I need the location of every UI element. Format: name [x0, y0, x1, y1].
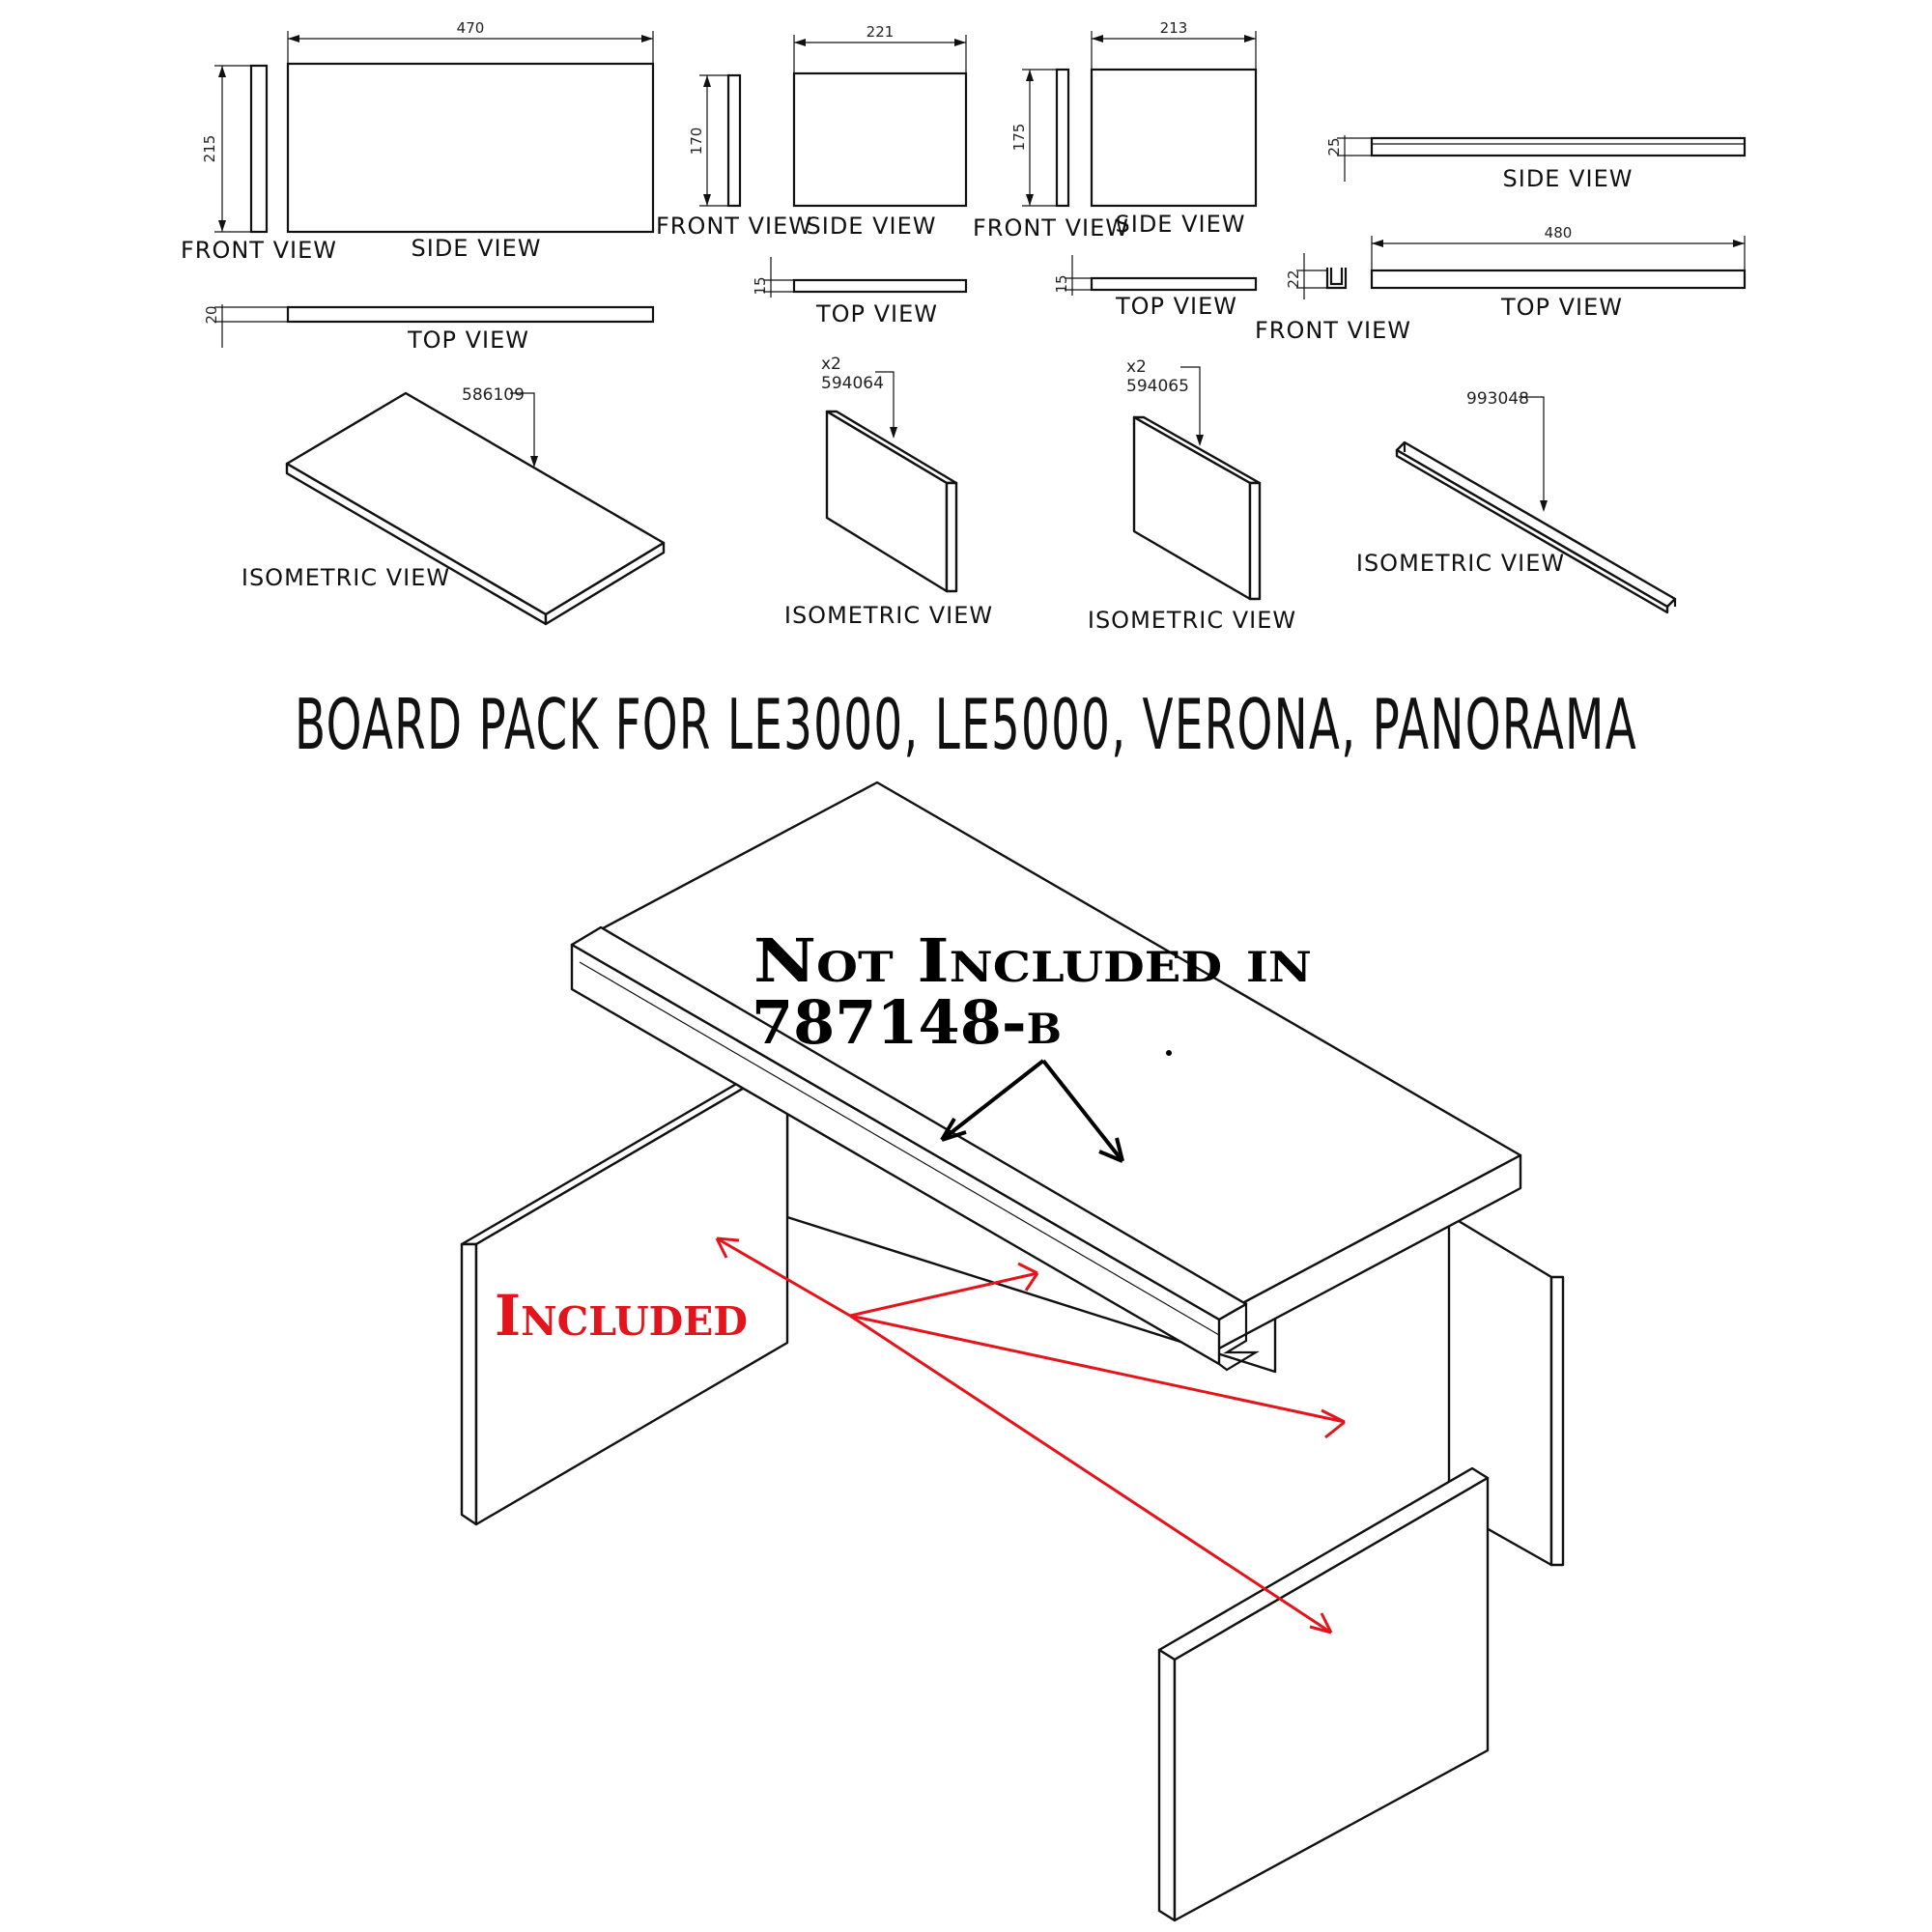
part1-part-number: 586109	[462, 385, 525, 405]
part3-qty: x2	[1126, 357, 1147, 377]
part1-width-dim: 470	[457, 19, 485, 37]
part2-width-dim: 221	[867, 23, 895, 41]
part2-top-view-label: TOP VIEW	[815, 300, 938, 327]
part1-top-view-shape	[286, 305, 655, 324]
part4-depth-dim: 22	[1285, 270, 1302, 288]
part1-front-view-label: FRONT VIEW	[181, 237, 337, 264]
part4-top-view-label: TOP VIEW	[1500, 294, 1623, 321]
part1-thickness-dim: 20	[203, 305, 220, 324]
part-594065-drawings: 175 FRONT VIEW 213 SIDE VIEW 15 TOP VIEW…	[973, 19, 1296, 634]
not-included-arrow-desk	[1041, 1059, 1124, 1163]
part4-front-view-shape	[1325, 268, 1348, 290]
part1-iso-label: ISOMETRIC VIEW	[242, 564, 450, 591]
included-arrow-front-leg	[849, 1314, 1332, 1634]
part1-height-dim: 215	[201, 135, 218, 163]
page-title: BOARD PACK FOR LE3000, LE5000, VERONA, P…	[295, 684, 1637, 765]
not-included-arrow-rail	[940, 1059, 1045, 1142]
included-arrow-left-leg	[716, 1236, 851, 1318]
part4-side-view-label: SIDE VIEW	[1503, 165, 1634, 192]
part4-part-number: 993048	[1466, 389, 1529, 409]
front-leg-face	[1173, 1476, 1490, 1922]
part3-height-dim: 175	[1010, 124, 1028, 152]
part1-side-view-shape	[286, 62, 655, 234]
part1-top-view-label: TOP VIEW	[407, 327, 529, 354]
part3-side-view-label: SIDE VIEW	[1116, 211, 1246, 238]
part4-height-dim: 25	[1325, 137, 1343, 156]
part-594064-drawings: 170 FRONT VIEW 221 SIDE VIEW 15 TOP VIEW…	[656, 23, 993, 629]
assembly-drawing	[460, 781, 1565, 1922]
included-arrow-right-leg	[849, 1314, 1346, 1424]
part3-top-view-label: TOP VIEW	[1115, 293, 1237, 320]
part2-thickness-dim: 15	[752, 276, 769, 295]
part-993048-drawings: 25 SIDE VIEW 480 TOP VIEW 22 FRONT VIEW …	[1255, 135, 1747, 614]
part4-iso-label: ISOMETRIC VIEW	[1356, 550, 1565, 577]
part4-length-dim: 480	[1545, 224, 1573, 242]
included-label: Included	[495, 1283, 748, 1349]
included-annotation: Included	[495, 1236, 1346, 1634]
included-arrow-back-panel	[849, 1271, 1038, 1318]
not-included-annotation: Not Included in 787148-b	[752, 925, 1312, 1163]
part1-side-view-label: SIDE VIEW	[412, 235, 542, 262]
part-586109-drawings: 215 FRONT VIEW 470 SIDE VIEW 20 TOP VIEW…	[181, 19, 666, 626]
part3-thickness-dim: 15	[1053, 274, 1070, 293]
part3-part-number: 594065	[1126, 377, 1189, 396]
part2-qty: x2	[821, 355, 841, 374]
part3-width-dim: 213	[1160, 19, 1188, 37]
part4-iso-shape	[1395, 440, 1677, 609]
part4-front-view-label: FRONT VIEW	[1255, 317, 1411, 344]
part2-front-view-label: FRONT VIEW	[656, 213, 812, 240]
part2-side-view-label: SIDE VIEW	[807, 213, 937, 240]
part2-part-number: 594064	[821, 374, 884, 393]
part1-front-view-shape	[249, 64, 269, 234]
not-included-part-number: 787148-b	[752, 987, 1062, 1058]
part3-front-view-label: FRONT VIEW	[973, 214, 1129, 242]
part2-height-dim: 170	[688, 128, 705, 156]
not-included-label: Not Included in	[753, 925, 1312, 996]
part2-iso-label: ISOMETRIC VIEW	[784, 602, 993, 629]
part3-iso-label: ISOMETRIC VIEW	[1088, 607, 1296, 634]
